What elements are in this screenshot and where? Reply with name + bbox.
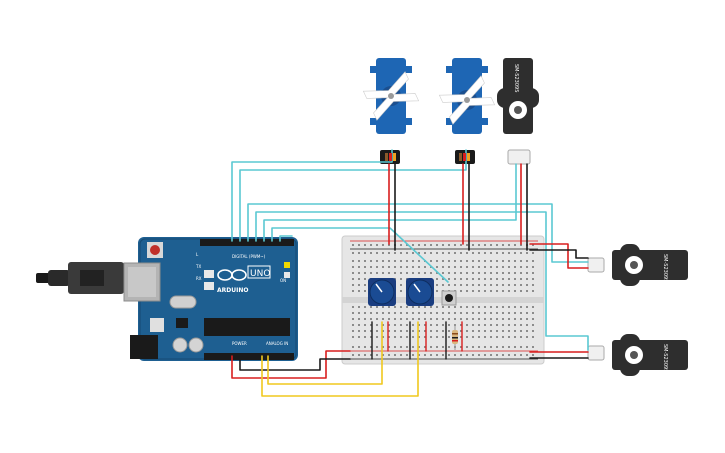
wires — [231, 149, 589, 397]
breadboard-holes — [352, 244, 534, 356]
potentiometer-2[interactable] — [406, 278, 434, 306]
rx-label: RX — [196, 276, 202, 281]
wire-cyan-6 — [271, 227, 449, 283]
analog-pins-label: ANALOG IN — [266, 341, 288, 346]
on-led-label: ON — [280, 278, 286, 283]
wire-cyan-5 — [263, 163, 517, 242]
wire-yellow-a1 — [267, 321, 383, 385]
tx-label: TX — [195, 264, 201, 269]
usb-cable — [36, 262, 124, 294]
wire-cyan-4 — [255, 211, 589, 351]
servo-connectors — [385, 153, 470, 161]
arduino-model-label: UNO — [250, 269, 270, 279]
servo-right-2-model-label: SM-S2309S — [662, 344, 668, 372]
wire-yellow-a0 — [261, 321, 419, 397]
arduino-board: ARDUINO UNO DIGITAL (PWM~) POWER ANALOG … — [123, 237, 298, 361]
servo-top-3-model-label: SM-S2309S — [513, 64, 519, 92]
servo-right-1-model-label: SM-S2309S — [662, 254, 668, 282]
wire-black-servo-right-1 — [529, 249, 589, 259]
arduino-logo-icon — [217, 269, 247, 281]
servo-right-2: SM-S2309S — [587, 334, 688, 376]
servo-top-2 — [438, 58, 496, 164]
wire-black-gnd — [239, 355, 351, 371]
power-pins-label: POWER — [232, 341, 247, 346]
potentiometer-1[interactable] — [368, 278, 396, 306]
wire-red-5v — [231, 350, 351, 379]
push-button[interactable] — [441, 290, 457, 306]
digital-pins-label: DIGITAL (PWM~) — [232, 254, 266, 259]
servo-top-1 — [362, 58, 420, 164]
resistor — [452, 324, 458, 350]
servo-right-1: SM-S2309S — [587, 244, 688, 286]
wire-cyan-3 — [247, 203, 589, 263]
wire-red-servo-right-1 — [529, 243, 589, 269]
wire-cyan-7 — [279, 235, 293, 242]
l-led-label: L — [196, 252, 199, 257]
servo-top-3: SM-S2309S — [497, 58, 539, 165]
arduino-brand-label: ARDUINO — [217, 287, 248, 294]
